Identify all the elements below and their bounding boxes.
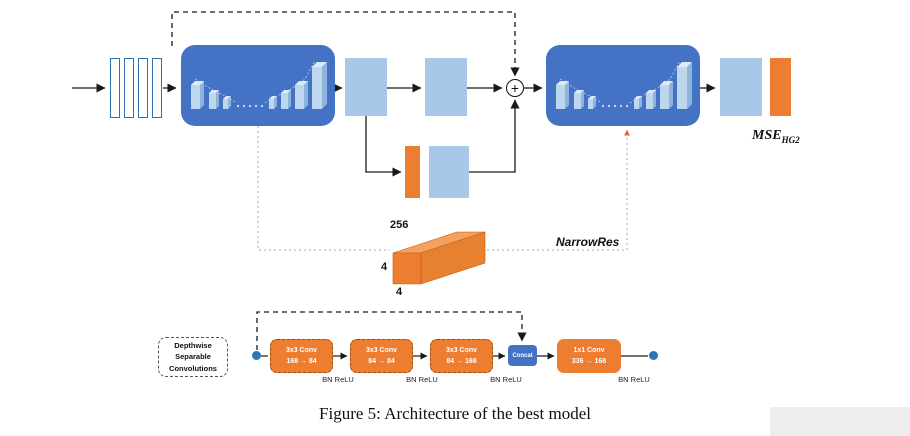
narrowres-label: NarrowRes <box>556 235 620 249</box>
cuboid-height-label: 4 <box>381 261 388 273</box>
input-conv-layer <box>152 58 162 118</box>
concat-block: Concat <box>508 345 537 366</box>
input-conv-layer <box>124 58 134 118</box>
bn-relu-label-4: BN ReLU <box>618 375 650 384</box>
block-label-line1: 3x3 Conv <box>445 346 478 354</box>
end-node <box>649 351 658 360</box>
bn-relu-label-3: BN ReLU <box>490 375 522 384</box>
cuboid-length-label: 256 <box>390 219 409 231</box>
page-artifact <box>770 407 910 436</box>
input-conv-stack <box>110 58 162 118</box>
branch-feature-map <box>429 146 469 198</box>
legend-line-3: Convolutions <box>169 363 217 373</box>
ds-conv-block-2: 3x3 Conv 84 → 84 <box>350 339 413 373</box>
hourglass-module-2 <box>546 45 700 126</box>
block-label-line2: 168 → 84 <box>286 358 317 365</box>
input-conv-layer <box>138 58 148 118</box>
block-label-line1: 3x3 Conv <box>285 346 318 354</box>
legend-depthwise-separable: Depthwise Separable Convolutions <box>158 337 228 377</box>
mse-subscript: HG2 <box>781 134 800 145</box>
block-label-line2: 336 → 168 <box>571 358 607 365</box>
branch-conv-layer <box>405 146 420 198</box>
bn-relu-label-2: BN ReLU <box>406 375 438 384</box>
input-conv-layer <box>110 58 120 118</box>
block-label-line2: 84 → 168 <box>446 358 477 365</box>
block-label-line1: 1x1 Conv <box>573 346 605 354</box>
block-label-line1: 3x3 Conv <box>365 346 398 354</box>
ds-conv-block-1: 3x3 Conv 168 → 84 <box>270 339 333 373</box>
legend-line-1: Depthwise <box>174 341 212 351</box>
mse-label-text: MSE <box>752 128 782 143</box>
hourglass-module-1 <box>181 45 335 126</box>
feature-map-c <box>720 58 762 116</box>
mse-hg2-label: MSEHG2 <box>752 128 800 145</box>
concat-label: Concat <box>512 352 533 359</box>
ds-conv-block-3: 3x3 Conv 84 → 168 <box>430 339 493 373</box>
narrowres-cuboid <box>392 231 486 285</box>
cuboid-depth-label: 4 <box>396 286 403 298</box>
conv-1x1-block: 1x1 Conv 336 → 168 <box>557 339 621 373</box>
hourglass-cubes-icon <box>190 60 328 110</box>
block-label-line2: 84 → 84 <box>368 358 395 365</box>
sum-node: + <box>506 79 524 97</box>
start-node <box>252 351 261 360</box>
feature-map-b <box>425 58 467 116</box>
hourglass-cubes-icon <box>555 60 693 110</box>
plus-icon: + <box>510 80 520 96</box>
output-heatmap-layer <box>770 58 791 116</box>
feature-map-a <box>345 58 387 116</box>
figure-caption: Figure 5: Architecture of the best model <box>319 404 591 423</box>
bn-relu-label-1: BN ReLU <box>322 375 354 384</box>
legend-line-2: Separable <box>175 352 211 362</box>
